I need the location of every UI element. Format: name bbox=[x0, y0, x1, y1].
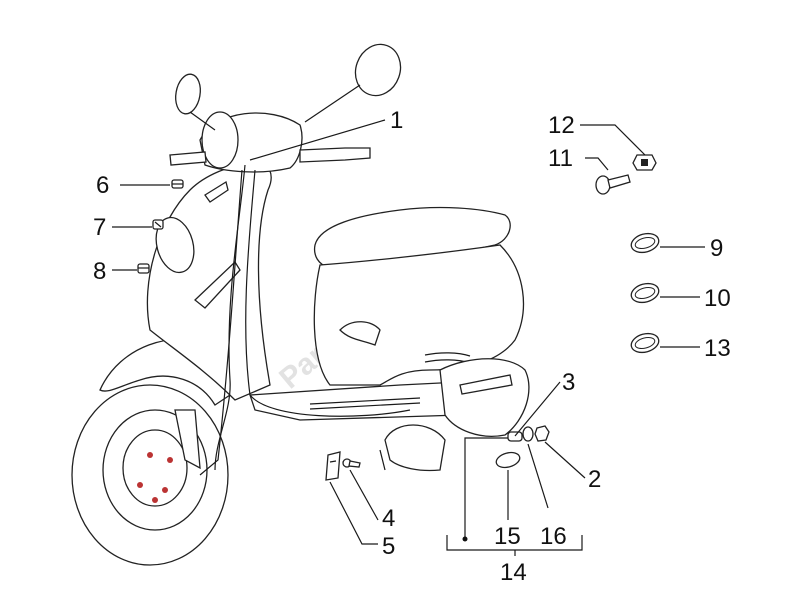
callout-6: 6 bbox=[96, 172, 109, 199]
callout-7: 7 bbox=[93, 214, 106, 241]
part-13-clamp bbox=[630, 332, 660, 354]
callout-numbers: 1 6 7 8 12 11 9 10 13 3 2 4 5 15 16 14 bbox=[93, 107, 731, 586]
leader-14-sub bbox=[464, 437, 508, 539]
part-15-clamp bbox=[495, 451, 521, 469]
leader-12 bbox=[580, 124, 646, 156]
right-grip bbox=[299, 147, 371, 163]
part-9-clamp bbox=[630, 232, 660, 254]
callout-11: 11 bbox=[548, 145, 573, 172]
callout-15: 15 bbox=[494, 523, 521, 550]
part-6-clip bbox=[171, 179, 184, 189]
rear-wheel bbox=[384, 424, 446, 472]
callout-16: 16 bbox=[540, 523, 567, 550]
leader-4 bbox=[349, 469, 379, 521]
callout-2: 2 bbox=[588, 466, 601, 493]
part-4-bolt bbox=[342, 458, 361, 468]
leader-5 bbox=[329, 481, 378, 545]
leader-1 bbox=[249, 119, 386, 161]
front-emblem bbox=[204, 180, 229, 203]
part-11-screw bbox=[595, 174, 631, 195]
leader-16 bbox=[527, 443, 549, 509]
callout-5: 5 bbox=[382, 533, 395, 560]
right-mirror bbox=[354, 43, 402, 97]
callout-14: 14 bbox=[500, 559, 527, 586]
horn-grille bbox=[155, 216, 195, 274]
callout-1: 1 bbox=[390, 107, 403, 134]
part-2-cap bbox=[534, 425, 550, 442]
part-7-clip bbox=[152, 219, 164, 230]
leader-lines bbox=[112, 119, 705, 556]
callout-12: 12 bbox=[548, 112, 575, 139]
headlight bbox=[201, 111, 239, 169]
callout-13: 13 bbox=[704, 335, 731, 362]
front-fork bbox=[174, 409, 201, 470]
part-5-bracket bbox=[325, 451, 341, 481]
callout-3: 3 bbox=[562, 369, 575, 396]
part-10-clamp bbox=[630, 282, 660, 304]
callout-4: 4 bbox=[382, 505, 395, 532]
left-mirror bbox=[175, 73, 201, 115]
part-3-sleeve bbox=[507, 431, 523, 442]
callout-10: 10 bbox=[704, 285, 731, 312]
side-badge bbox=[194, 260, 241, 309]
part-16-grommet bbox=[522, 426, 534, 442]
rear-body bbox=[313, 244, 525, 386]
callout-9: 9 bbox=[710, 235, 723, 262]
part-12-nut bbox=[632, 154, 657, 171]
side-handle bbox=[339, 321, 381, 346]
callout-8: 8 bbox=[93, 258, 106, 285]
front-wheel bbox=[71, 384, 229, 566]
leader-3 bbox=[514, 381, 561, 437]
part-8-clip bbox=[137, 263, 150, 274]
scooter-illustration bbox=[71, 43, 530, 566]
leader-11 bbox=[585, 157, 609, 171]
leader-2 bbox=[544, 441, 586, 479]
engine-cover bbox=[439, 358, 530, 437]
